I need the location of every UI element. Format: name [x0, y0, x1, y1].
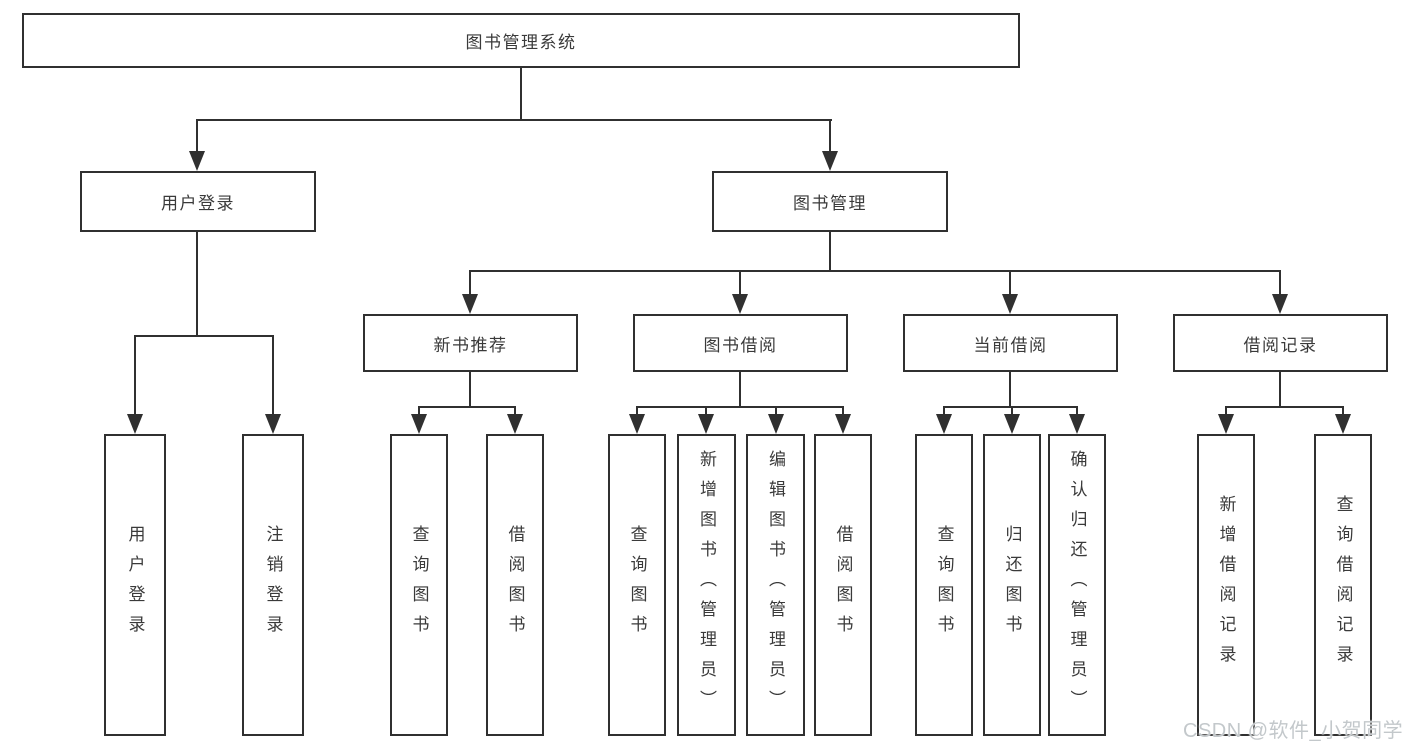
arrow-down-icon: [1272, 294, 1288, 314]
edge-line: [196, 119, 198, 153]
edge-line: [272, 335, 274, 415]
node-current-borrow-label: 当前借阅: [973, 335, 1048, 355]
arrow-down-icon: [1335, 414, 1351, 434]
node-root-label: 图书管理系统: [465, 33, 577, 52]
arrow-down-icon: [629, 414, 645, 434]
edge-line: [739, 270, 741, 296]
leaf-add-borrow-record: 新增借阅记录: [1197, 434, 1255, 736]
leaf-borrow-query-books: 查询图书: [608, 434, 666, 736]
leaf-recommend-borrow-books: 借阅图书: [486, 434, 544, 736]
arrow-down-icon: [265, 414, 281, 434]
leaf-edit-books-admin-label: 编辑图书（管理员）: [766, 450, 785, 720]
node-root: 图书管理系统: [22, 13, 1020, 68]
leaf-add-books-admin-label: 新增图书（管理员）: [697, 450, 716, 720]
leaf-query-borrow-record-label: 查询借阅记录: [1333, 495, 1353, 675]
edge-line: [943, 406, 1078, 408]
leaf-borrow-books: 借阅图书: [814, 434, 872, 736]
leaf-recommend-query-books: 查询图书: [390, 434, 448, 736]
edge-line: [739, 370, 741, 408]
node-current-borrow: 当前借阅: [903, 314, 1118, 372]
leaf-current-query-books-label: 查询图书: [934, 525, 954, 645]
leaf-edit-books-admin: 编辑图书（管理员）: [746, 434, 805, 736]
arrow-down-icon: [127, 414, 143, 434]
edge-line: [418, 406, 516, 408]
arrow-down-icon: [698, 414, 714, 434]
leaf-confirm-return-admin: 确认归还（管理员）: [1048, 434, 1106, 736]
edge-line: [842, 406, 844, 416]
node-user-login: 用户登录: [80, 171, 316, 232]
edge-line: [636, 406, 844, 408]
arrow-down-icon: [732, 294, 748, 314]
csdn-watermark: CSDN @软件_小贺同学: [1183, 720, 1404, 742]
leaf-add-books-admin: 新增图书（管理员）: [677, 434, 736, 736]
edge-line: [1076, 406, 1078, 416]
arrow-down-icon: [822, 151, 838, 171]
edge-line: [1009, 270, 1011, 296]
arrow-down-icon: [189, 151, 205, 171]
arrow-down-icon: [1004, 414, 1020, 434]
arrow-down-icon: [1002, 294, 1018, 314]
edge-line: [1011, 406, 1013, 416]
edge-line: [418, 406, 420, 416]
edge-line: [196, 119, 832, 121]
edge-line: [1279, 370, 1281, 408]
leaf-user-login-label: 用户登录: [125, 525, 145, 645]
edge-line: [705, 406, 707, 416]
edge-line: [1225, 406, 1227, 416]
leaf-logout: 注销登录: [242, 434, 304, 736]
arrow-down-icon: [1218, 414, 1234, 434]
node-borrow-records: 借阅记录: [1173, 314, 1388, 372]
edge-line: [469, 270, 471, 296]
edge-line: [1342, 406, 1344, 416]
arrow-down-icon: [1069, 414, 1085, 434]
edge-line: [1225, 406, 1344, 408]
node-new-book-recommend: 新书推荐: [363, 314, 578, 372]
leaf-logout-label: 注销登录: [263, 525, 283, 645]
edge-line: [469, 370, 471, 408]
node-new-book-recommend-label: 新书推荐: [433, 335, 508, 355]
leaf-return-books: 归还图书: [983, 434, 1041, 736]
arrow-down-icon: [936, 414, 952, 434]
leaf-user-login: 用户登录: [104, 434, 166, 736]
leaf-recommend-borrow-books-label: 借阅图书: [505, 525, 525, 645]
edge-line: [520, 66, 522, 121]
edge-line: [514, 406, 516, 416]
leaf-borrow-books-label: 借阅图书: [833, 525, 853, 645]
arrow-down-icon: [411, 414, 427, 434]
leaf-add-borrow-record-label: 新增借阅记录: [1216, 495, 1236, 675]
node-book-borrow: 图书借阅: [633, 314, 848, 372]
edge-line: [943, 406, 945, 416]
leaf-current-query-books: 查询图书: [915, 434, 973, 736]
arrow-down-icon: [835, 414, 851, 434]
leaf-borrow-query-books-label: 查询图书: [627, 525, 647, 645]
edge-line: [134, 335, 274, 337]
edge-line: [134, 335, 136, 415]
leaf-recommend-query-books-label: 查询图书: [409, 525, 429, 645]
node-user-login-label: 用户登录: [161, 194, 235, 213]
leaf-return-books-label: 归还图书: [1002, 525, 1022, 645]
arrow-down-icon: [768, 414, 784, 434]
node-book-borrow-label: 图书借阅: [703, 335, 778, 355]
leaf-confirm-return-admin-label: 确认归还（管理员）: [1067, 450, 1087, 720]
leaf-query-borrow-record: 查询借阅记录: [1314, 434, 1372, 736]
arrow-down-icon: [507, 414, 523, 434]
edge-line: [829, 230, 831, 272]
edge-line: [829, 119, 831, 153]
node-borrow-records-label: 借阅记录: [1243, 335, 1318, 355]
edge-line: [469, 270, 1281, 272]
edge-line: [636, 406, 638, 416]
edge-line: [1279, 270, 1281, 296]
edge-line: [196, 230, 198, 337]
node-book-management: 图书管理: [712, 171, 948, 232]
edge-line: [775, 406, 777, 416]
edge-line: [1009, 370, 1011, 408]
arrow-down-icon: [462, 294, 478, 314]
node-book-management-label: 图书管理: [793, 194, 867, 213]
